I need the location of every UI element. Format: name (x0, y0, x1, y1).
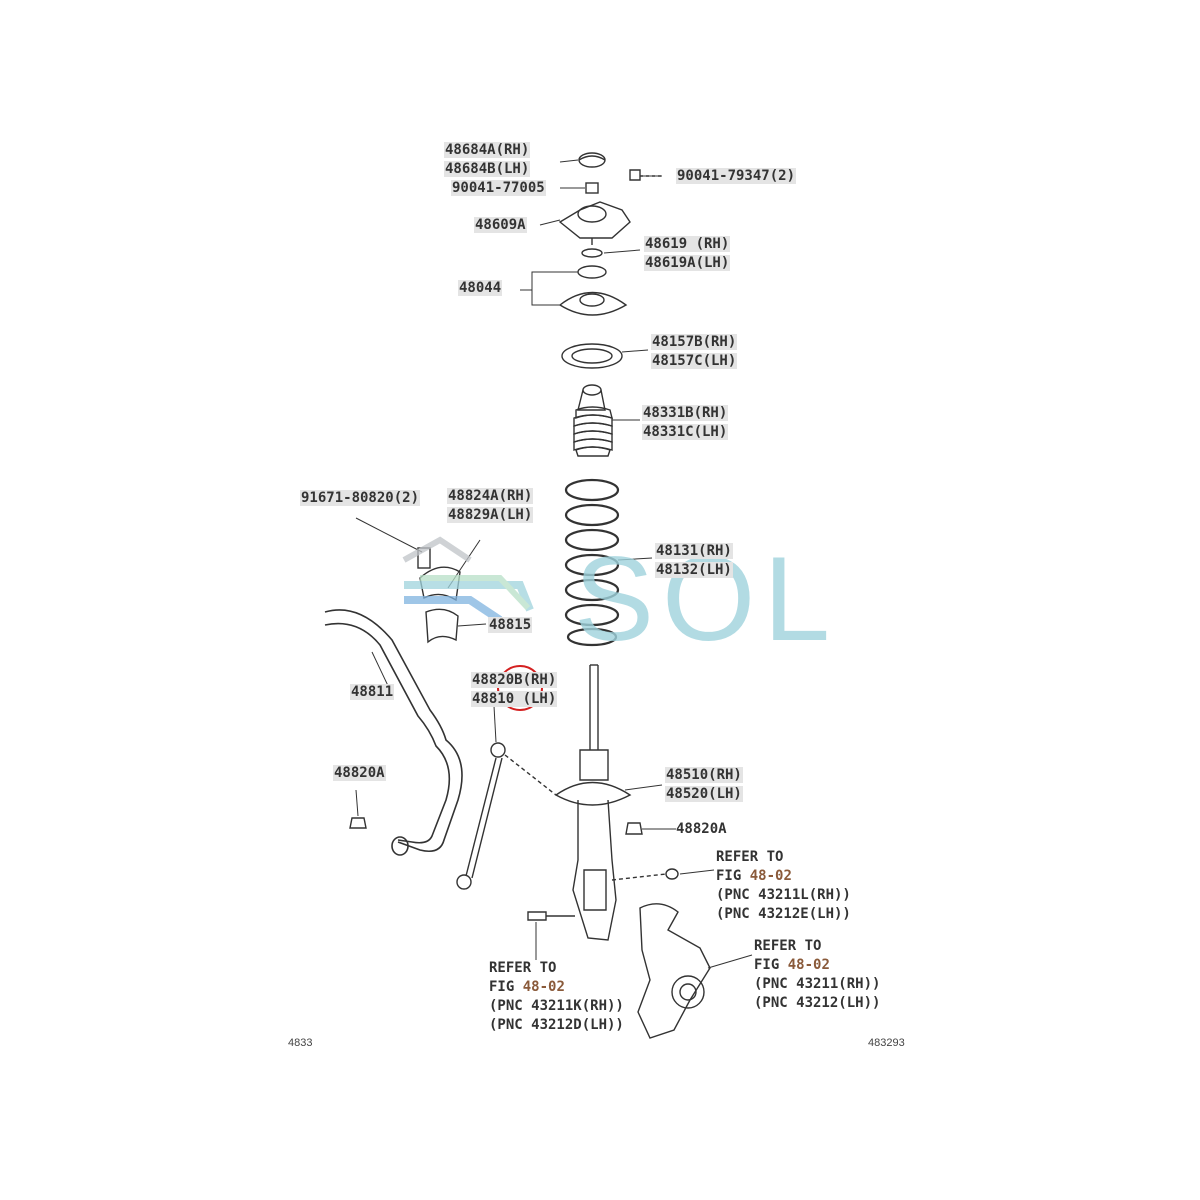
steering-knuckle (637, 903, 711, 1039)
label-48820b: 48820B(RH) (471, 672, 558, 688)
label-48520: 48520(LH) (665, 786, 743, 802)
footer-left-code: 4833 (288, 1037, 313, 1049)
watermark-logo (402, 536, 534, 624)
label-48132: 48132(LH) (655, 562, 733, 578)
strut-mount (558, 201, 631, 245)
bearing (577, 248, 607, 279)
refer-title: REFER TO (489, 960, 557, 976)
label-48820a-right: 48820A (676, 821, 727, 837)
label-48131: 48131(RH) (655, 543, 733, 559)
refer-pnc-lh: (PNC 43212(LH)) (754, 995, 881, 1011)
footer-right-code: 483293 (868, 1037, 905, 1049)
label-48810: 48810 (LH) (471, 691, 558, 707)
link-nut-right (625, 822, 643, 835)
label-48510: 48510(RH) (665, 767, 743, 783)
fig-link[interactable]: 48-02 (787, 957, 830, 973)
lower-bolt (527, 911, 575, 921)
refer-title: REFER TO (754, 938, 822, 954)
bar-bushing (417, 547, 461, 644)
refer-fig: FIG 48-02 (754, 957, 830, 973)
refer-pnc-lh: (PNC 43212D(LH)) (489, 1017, 624, 1033)
label-48820a-left: 48820A (333, 765, 386, 781)
leader-lines (355, 159, 753, 969)
dust-boot (573, 384, 613, 457)
label-48609a: 48609A (474, 217, 527, 233)
shock-rod (589, 664, 599, 750)
label-48619: 48619 (RH) (644, 236, 731, 252)
mount-bolt (629, 169, 662, 181)
label-48815: 48815 (488, 617, 533, 633)
fig-link[interactable]: 48-02 (749, 868, 792, 884)
label-91671-80820: 91671-80820(2) (300, 490, 421, 506)
top-nut (585, 182, 599, 194)
fig-link[interactable]: 48-02 (522, 979, 565, 995)
label-48684a: 48684A(RH) (444, 142, 531, 158)
refer-block-upper: REFER TO FIG 48-02 (PNC 43211L(RH)) (PNC… (716, 848, 851, 924)
refer-pnc-rh: (PNC 43211(RH)) (754, 976, 881, 992)
stabilizer-bar (324, 609, 463, 856)
refer-block-bolt: REFER TO FIG 48-02 (PNC 43211K(RH)) (PNC… (489, 959, 624, 1035)
upper-spring-seat (558, 291, 628, 316)
label-90041-77005: 90041-77005 (451, 180, 546, 196)
strut-body (554, 749, 632, 941)
refer-fig: FIG 48-02 (489, 979, 565, 995)
refer-pnc-lh: (PNC 43212E(LH)) (716, 906, 851, 922)
lower-nut-right (611, 868, 679, 881)
link-nut-left (349, 817, 367, 829)
refer-block-knuckle: REFER TO FIG 48-02 (PNC 43211(RH)) (PNC … (754, 937, 880, 1013)
label-48157c: 48157C(LH) (651, 353, 738, 369)
spring-insulator (561, 343, 623, 369)
label-48684b: 48684B(LH) (444, 161, 531, 177)
refer-fig: FIG 48-02 (716, 868, 792, 884)
coil-spring (564, 478, 620, 647)
label-48331b: 48331B(RH) (642, 405, 729, 421)
label-48811: 48811 (350, 684, 395, 700)
label-48824a: 48824A(RH) (447, 488, 534, 504)
stabilizer-link (456, 742, 557, 890)
label-48157b: 48157B(RH) (651, 334, 738, 350)
label-48619a: 48619A(LH) (644, 255, 731, 271)
refer-pnc-rh: (PNC 43211L(RH)) (716, 887, 851, 903)
label-90041-79347: 90041-79347(2) (676, 168, 797, 184)
dust-cap (578, 152, 606, 168)
refer-title: REFER TO (716, 849, 784, 865)
highlight-circle (497, 665, 543, 711)
refer-pnc-rh: (PNC 43211K(RH)) (489, 998, 624, 1014)
label-48829a: 48829A(LH) (447, 507, 534, 523)
label-48044: 48044 (458, 280, 503, 296)
label-48331c: 48331C(LH) (642, 424, 729, 440)
